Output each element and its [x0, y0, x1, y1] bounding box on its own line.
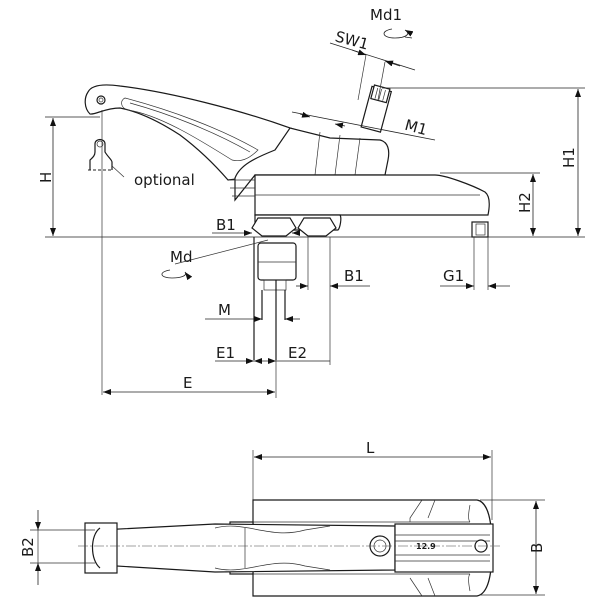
- jaw: [84, 522, 118, 574]
- label-b1-left: B1: [216, 216, 236, 234]
- md1-rotation-arrow: [383, 28, 414, 39]
- label-optional: optional: [134, 171, 195, 189]
- label-b2: B2: [19, 537, 37, 557]
- label-l: L: [366, 439, 375, 457]
- label-g1: G1: [443, 267, 464, 285]
- label-h2: H2: [516, 192, 534, 213]
- adjust-stud: [360, 84, 393, 133]
- label-md1: Md1: [370, 6, 402, 24]
- label-bolt-grade: 12.9: [416, 542, 436, 551]
- label-sw1: SW1: [333, 27, 370, 53]
- label-b: B: [528, 543, 546, 553]
- label-h1: H1: [560, 147, 578, 168]
- side-view: Md1 SW1 M1 H H1 H2 optional B1 Md B1 G1 …: [37, 6, 585, 398]
- label-m1: M1: [403, 116, 429, 139]
- label-e2: E2: [288, 344, 307, 362]
- label-h: H: [37, 172, 55, 183]
- top-view: L B2 B 12.9: [19, 439, 546, 597]
- label-e1: E1: [216, 344, 235, 362]
- label-e: E: [183, 374, 192, 392]
- pressure-spindle: [251, 217, 337, 360]
- clamp-head: [234, 127, 390, 202]
- lever-arm-top: [99, 523, 396, 573]
- label-b1-right: B1: [344, 267, 364, 285]
- md-rotation-arrow: [161, 269, 193, 281]
- optional-hook: [89, 138, 113, 170]
- label-m: M: [218, 301, 231, 319]
- lever-pivot-hole: [96, 95, 106, 105]
- label-md: Md: [170, 248, 192, 266]
